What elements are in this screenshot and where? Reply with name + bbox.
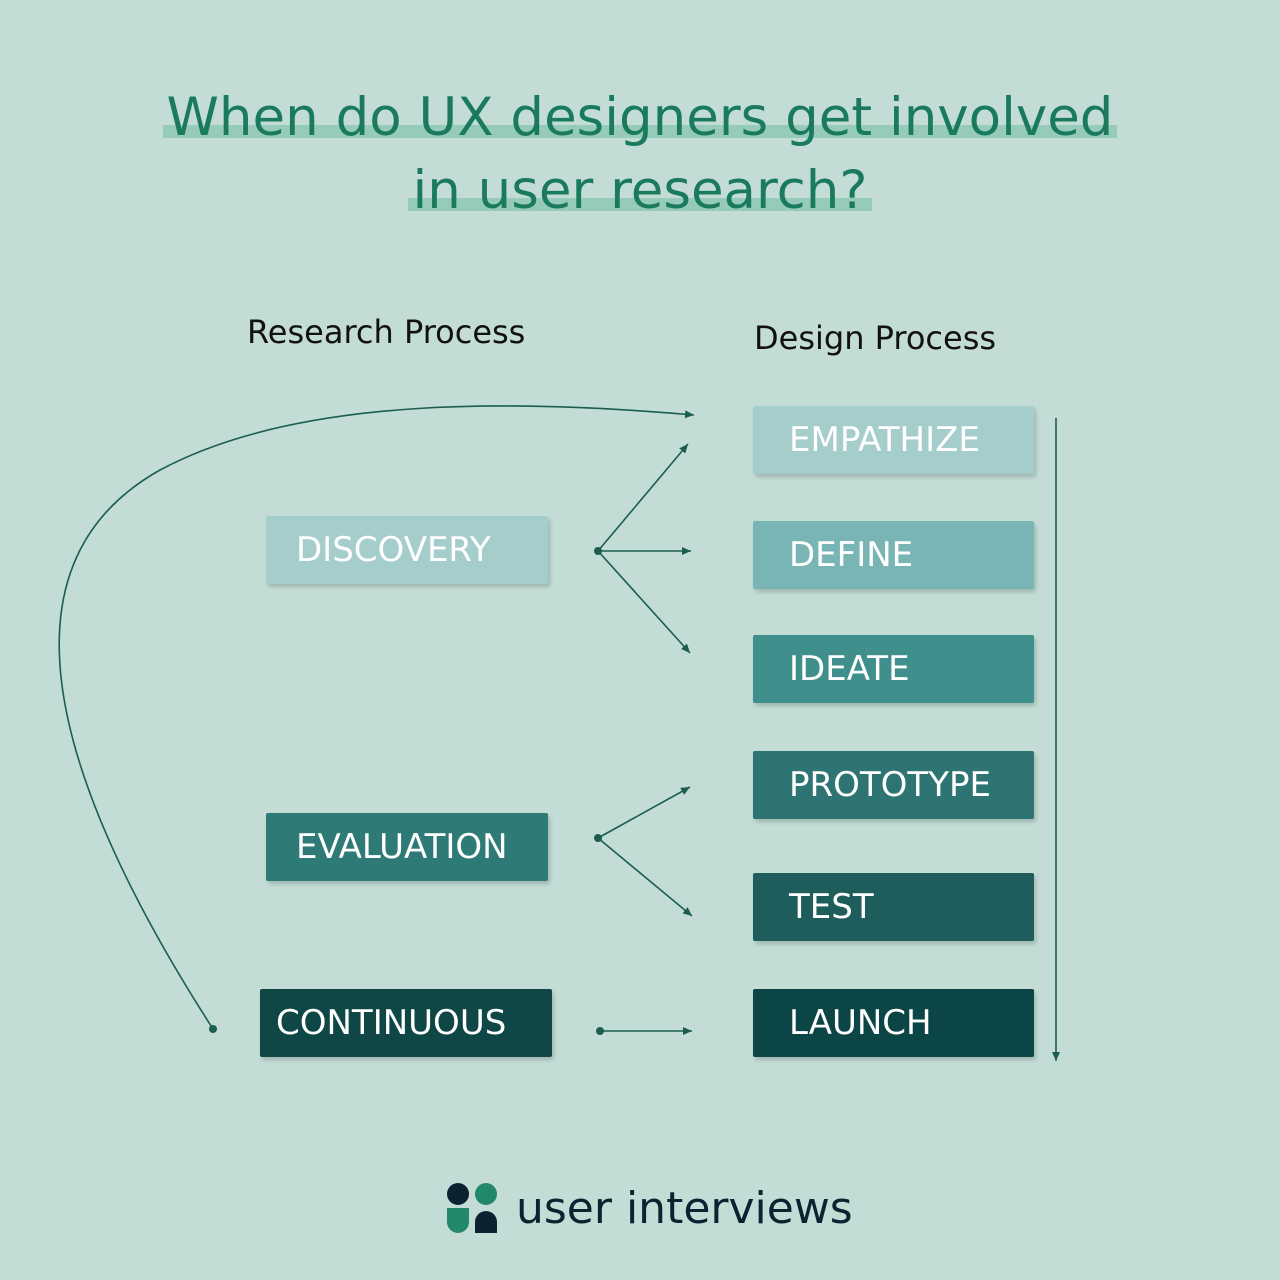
node-continuous bbox=[596, 1027, 604, 1035]
arrow-evaluation-to-test bbox=[597, 837, 693, 917]
research-stage-discovery: DISCOVERY bbox=[266, 516, 548, 584]
user-interviews-logo-icon bbox=[447, 1183, 497, 1233]
design-stage-test: TEST bbox=[753, 873, 1034, 941]
title-line-2: in user research? bbox=[0, 155, 1280, 227]
research-process-heading: Research Process bbox=[247, 313, 526, 351]
node-loop-start bbox=[209, 1025, 217, 1033]
design-stage-empathize: EMPATHIZE bbox=[753, 406, 1034, 474]
design-stage-prototype: PROTOTYPE bbox=[753, 751, 1034, 819]
arrow-discovery-to-ideate bbox=[597, 550, 691, 654]
node-discovery bbox=[594, 547, 602, 555]
title-line-1-text: When do UX designers get involved bbox=[162, 87, 1118, 148]
research-stage-evaluation: EVALUATION bbox=[266, 813, 548, 881]
design-process-heading: Design Process bbox=[754, 319, 997, 357]
arrow-evaluation-to-prototype bbox=[597, 786, 691, 839]
research-stage-continuous: CONTINUOUS bbox=[260, 989, 552, 1057]
title-line-1: When do UX designers get involved bbox=[0, 82, 1280, 154]
loop-arrow-continuous-to-empathize bbox=[58, 405, 695, 1030]
node-evaluation bbox=[594, 834, 602, 842]
brand-footer: user interviews bbox=[444, 1178, 853, 1238]
design-stage-ideate: IDEATE bbox=[753, 635, 1034, 703]
brand-name: user interviews bbox=[516, 1182, 853, 1234]
design-stage-define: DEFINE bbox=[753, 521, 1034, 589]
design-stage-launch: LAUNCH bbox=[753, 989, 1034, 1057]
title-line-2-text: in user research? bbox=[408, 160, 872, 221]
arrow-discovery-to-empathize bbox=[597, 443, 689, 552]
